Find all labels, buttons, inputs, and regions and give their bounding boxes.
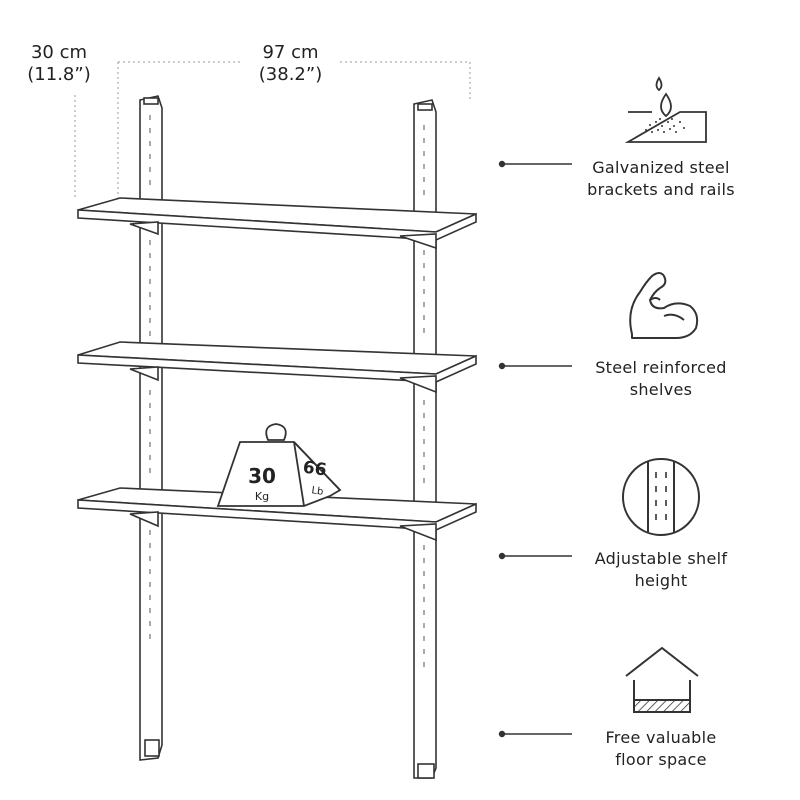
feature-label-line: Galvanized steel (592, 158, 730, 177)
feature-label-line: Adjustable shelf (594, 549, 728, 568)
feature-label-line: floor space (615, 750, 707, 769)
muscle-arm-icon (629, 272, 699, 339)
shelf-top (77, 197, 477, 250)
weight-kg-unit: Kg (255, 490, 269, 503)
feature-label-line: Free valuable (605, 728, 717, 747)
feature-label-line: height (634, 571, 688, 590)
right-rail (413, 99, 437, 779)
feature-label-line: brackets and rails (587, 180, 735, 199)
feature-label-galvanized: Galvanized steel brackets and rails (561, 157, 761, 201)
width-cm: 97 cm (262, 42, 319, 63)
shelf-middle (77, 341, 477, 394)
weight-lb-unit: Lb (311, 485, 324, 498)
house-icon (625, 646, 699, 713)
rail-slots-icon (622, 458, 700, 536)
weight-lb-value: 66 (302, 457, 328, 480)
depth-in: (11.8”) (27, 64, 91, 85)
feature-label-line: Steel reinforced (595, 358, 727, 377)
depth-label: 30 cm (11.8”) (14, 42, 104, 86)
depth-cm: 30 cm (30, 42, 88, 63)
left-rail (139, 95, 163, 761)
feature-label-floor-space: Free valuable floor space (561, 727, 761, 771)
water-drop-icon (624, 76, 707, 143)
feature-label-line: shelves (629, 380, 693, 399)
dimension-guides (74, 61, 471, 200)
weight-icon (216, 423, 342, 507)
weight-kg-value: 30 (248, 464, 276, 488)
width-in: (38.2”) (258, 64, 323, 85)
callout-lines (498, 160, 572, 738)
feature-label-adjustable: Adjustable shelf height (561, 548, 761, 592)
feature-label-reinforced: Steel reinforced shelves (561, 357, 761, 401)
width-label: 97 cm (38.2”) (243, 42, 338, 86)
